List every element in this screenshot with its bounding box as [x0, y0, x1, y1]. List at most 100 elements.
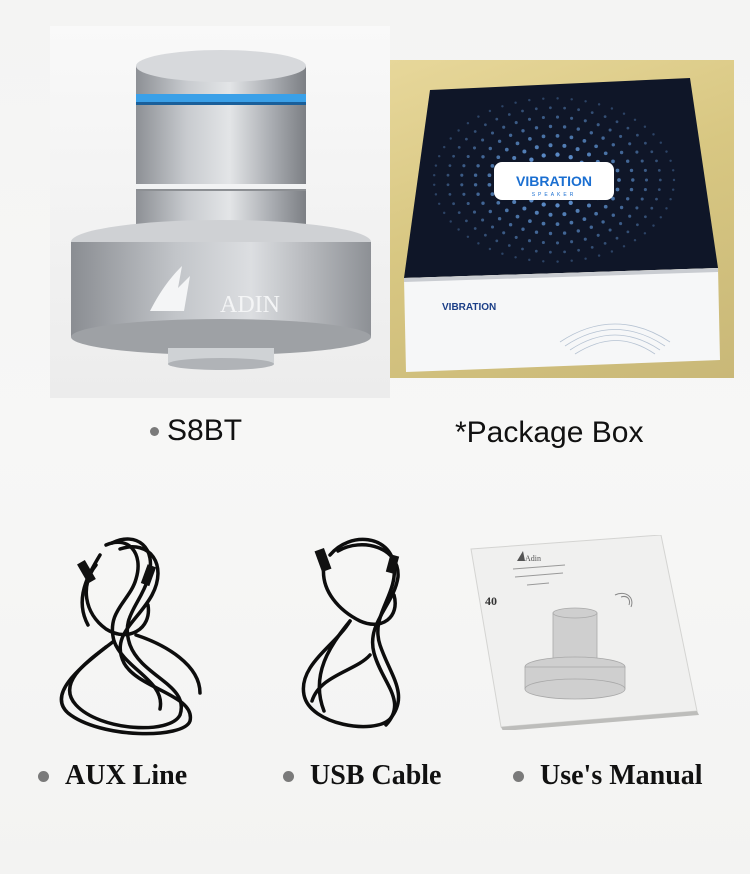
- pattern-dot: [529, 157, 534, 162]
- pattern-dot: [437, 202, 441, 206]
- pattern-dot: [477, 115, 480, 118]
- pattern-dot: [534, 230, 539, 234]
- pattern-dot: [608, 128, 612, 132]
- pattern-dot: [502, 231, 506, 235]
- pattern-dot: [619, 205, 624, 210]
- pattern-dot: [644, 178, 649, 182]
- pattern-dot: [608, 228, 612, 232]
- pattern-dot: [466, 121, 470, 125]
- pattern-dot: [507, 113, 511, 116]
- pattern-dot: [465, 137, 468, 141]
- side-wave-pattern: [559, 323, 671, 355]
- pattern-dot: [507, 244, 511, 247]
- brand-logo: [150, 266, 190, 311]
- pattern-dot: [515, 214, 520, 219]
- pattern-dot: [562, 212, 567, 217]
- pattern-dot: [583, 119, 587, 123]
- pattern-dot: [514, 235, 518, 239]
- pattern-dot: [650, 150, 654, 154]
- box-side-logo: VIBRATION: [442, 302, 496, 313]
- pattern-dot: [514, 101, 517, 104]
- bullet-icon: [150, 426, 159, 436]
- led-ring: [136, 94, 306, 103]
- pattern-dot: [449, 137, 452, 140]
- pattern-dot: [640, 159, 644, 163]
- pattern-dot: [615, 120, 619, 124]
- pattern-dot: [555, 115, 560, 119]
- pattern-dot: [442, 211, 446, 215]
- pattern-dot: [596, 123, 600, 127]
- speaker-caption: S8BT: [150, 414, 242, 448]
- pattern-dot: [549, 250, 552, 254]
- pattern-dot: [481, 138, 485, 142]
- pattern-dot: [462, 192, 466, 196]
- pattern-dot: [628, 142, 632, 146]
- bullet-icon: [38, 770, 49, 782]
- pattern-dot: [504, 147, 509, 152]
- pattern-dot: [449, 220, 452, 223]
- pattern-dot: [643, 232, 647, 235]
- pattern-dot: [534, 249, 538, 253]
- pattern-dot: [528, 258, 531, 262]
- pattern-dot: [446, 173, 450, 177]
- pattern-dot: [460, 173, 464, 177]
- pattern-dot: [534, 126, 539, 130]
- pattern-dot: [629, 168, 634, 173]
- pattern-dot: [556, 97, 559, 100]
- pattern-dot: [672, 178, 676, 182]
- pattern-dot: [669, 197, 672, 201]
- pattern-dot: [589, 131, 593, 135]
- pattern-dot: [655, 159, 658, 163]
- pattern-dot: [570, 259, 573, 262]
- pattern-dot: [465, 219, 468, 223]
- pattern-dot: [457, 129, 460, 132]
- pattern-dot: [452, 202, 455, 206]
- pattern-dot: [671, 188, 675, 191]
- pattern-dot: [601, 220, 605, 224]
- pattern-dot: [665, 207, 668, 210]
- pattern-dot: [569, 220, 574, 225]
- pattern-dot: [586, 152, 592, 157]
- pattern-dot: [590, 111, 594, 114]
- pattern-dot: [657, 188, 661, 191]
- pattern-dot: [590, 246, 594, 249]
- pattern-dot: [512, 155, 517, 161]
- pattern-dot: [635, 150, 639, 154]
- usb-caption-text: USB Cable: [310, 760, 442, 791]
- pattern-dot: [521, 109, 524, 113]
- pattern-dot: [615, 168, 620, 173]
- pattern-dot: [490, 192, 495, 196]
- pattern-dot: [597, 254, 601, 257]
- pattern-dot: [432, 183, 436, 187]
- pattern-dot: [665, 150, 668, 153]
- pattern-dot: [671, 169, 675, 172]
- pattern-dot: [636, 223, 639, 227]
- pattern-dot: [610, 107, 614, 110]
- pattern-dot: [636, 133, 639, 137]
- pattern-dot: [626, 159, 630, 163]
- pattern-dot: [528, 98, 531, 102]
- usb-caption: USB Cable: [283, 760, 441, 792]
- pattern-dot: [555, 152, 560, 157]
- pattern-dot: [448, 193, 452, 196]
- pattern-dot: [534, 107, 538, 111]
- pattern-dot: [548, 212, 553, 217]
- pattern-dot: [521, 227, 525, 231]
- package-box-image: VIBRATION SPEAKER VIBRATION: [390, 60, 734, 378]
- svg-text:ADIN: ADIN: [220, 292, 280, 318]
- pattern-dot: [640, 197, 644, 201]
- pattern-dot: [495, 117, 499, 121]
- pattern-dot: [577, 108, 580, 112]
- pattern-dot: [555, 241, 560, 245]
- pattern-dot: [528, 137, 532, 141]
- pattern-dot: [603, 204, 608, 209]
- pattern-dot: [446, 183, 450, 187]
- pattern-dot: [555, 203, 560, 208]
- pattern-dot: [643, 188, 647, 192]
- pattern-dot: [541, 202, 546, 207]
- pattern-dot: [515, 141, 520, 146]
- pattern-dot: [488, 146, 492, 151]
- pattern-dot: [570, 98, 573, 101]
- pattern-dot: [476, 192, 480, 196]
- aux-caption-text: AUX Line: [65, 760, 188, 791]
